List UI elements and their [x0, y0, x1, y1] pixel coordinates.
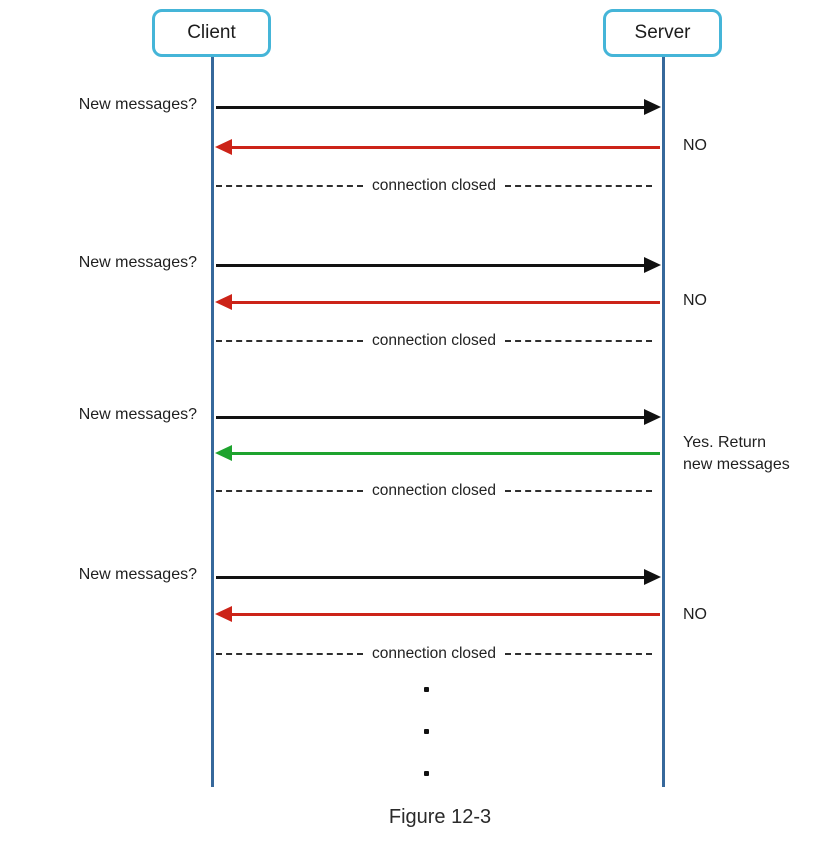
arrow-head: [215, 445, 232, 461]
arrow-shaft: [216, 263, 648, 267]
figure-caption: Figure 12-3: [388, 806, 492, 828]
actor-label-server: Server: [634, 22, 691, 43]
client-lifeline: [211, 57, 214, 787]
response-arrow-no: [215, 139, 661, 155]
ellipsis-dot: [424, 771, 429, 776]
connection-closed-label: connection closed: [371, 177, 497, 194]
arrow-head: [215, 606, 232, 622]
connection-closed-row: connection closed: [216, 330, 652, 352]
request-label: New messages?: [78, 254, 197, 271]
ellipsis-dot: [424, 687, 429, 692]
response-arrow-no: [215, 294, 661, 310]
dashed-line: [505, 490, 652, 492]
arrow-shaft: [228, 451, 660, 455]
actor-label-client: Client: [187, 22, 236, 43]
response-label: NO: [683, 606, 707, 623]
connection-closed-row: connection closed: [216, 480, 652, 502]
request-arrow: [215, 99, 661, 115]
response-label-line1: Yes. Return: [683, 434, 767, 451]
arrow-head: [644, 409, 661, 425]
arrow-head: [644, 257, 661, 273]
dashed-line: [216, 490, 363, 492]
arrow-head: [644, 99, 661, 115]
connection-closed-label: connection closed: [371, 482, 497, 499]
dashed-line: [216, 185, 363, 187]
connection-closed-row: connection closed: [216, 175, 652, 197]
actor-box-client: Client: [152, 9, 271, 57]
dashed-line: [505, 185, 652, 187]
arrow-head: [215, 294, 232, 310]
connection-closed-label: connection closed: [371, 332, 497, 349]
ellipsis-dot: [424, 729, 429, 734]
dashed-line: [505, 653, 652, 655]
response-label-line2: new messages: [683, 456, 790, 473]
dashed-line: [216, 340, 363, 342]
arrow-shaft: [228, 145, 660, 149]
arrow-shaft: [216, 575, 648, 579]
response-arrow-no: [215, 606, 661, 622]
actor-box-server: Server: [603, 9, 722, 57]
arrow-head: [644, 569, 661, 585]
response-arrow-yes: [215, 445, 661, 461]
dashed-line: [216, 653, 363, 655]
request-arrow: [215, 569, 661, 585]
arrow-shaft: [228, 612, 660, 616]
connection-closed-label: connection closed: [371, 645, 497, 662]
request-arrow: [215, 257, 661, 273]
dashed-line: [505, 340, 652, 342]
arrow-shaft: [228, 300, 660, 304]
response-label: Yes. Return new messages: [683, 432, 828, 476]
request-arrow: [215, 409, 661, 425]
arrow-head: [215, 139, 232, 155]
response-label: NO: [683, 292, 707, 309]
server-lifeline: [662, 57, 665, 787]
request-label: New messages?: [78, 96, 197, 113]
arrow-shaft: [216, 415, 648, 419]
response-label: NO: [683, 137, 707, 154]
request-label: New messages?: [78, 406, 197, 423]
connection-closed-row: connection closed: [216, 643, 652, 665]
request-label: New messages?: [78, 566, 197, 583]
arrow-shaft: [216, 105, 648, 109]
